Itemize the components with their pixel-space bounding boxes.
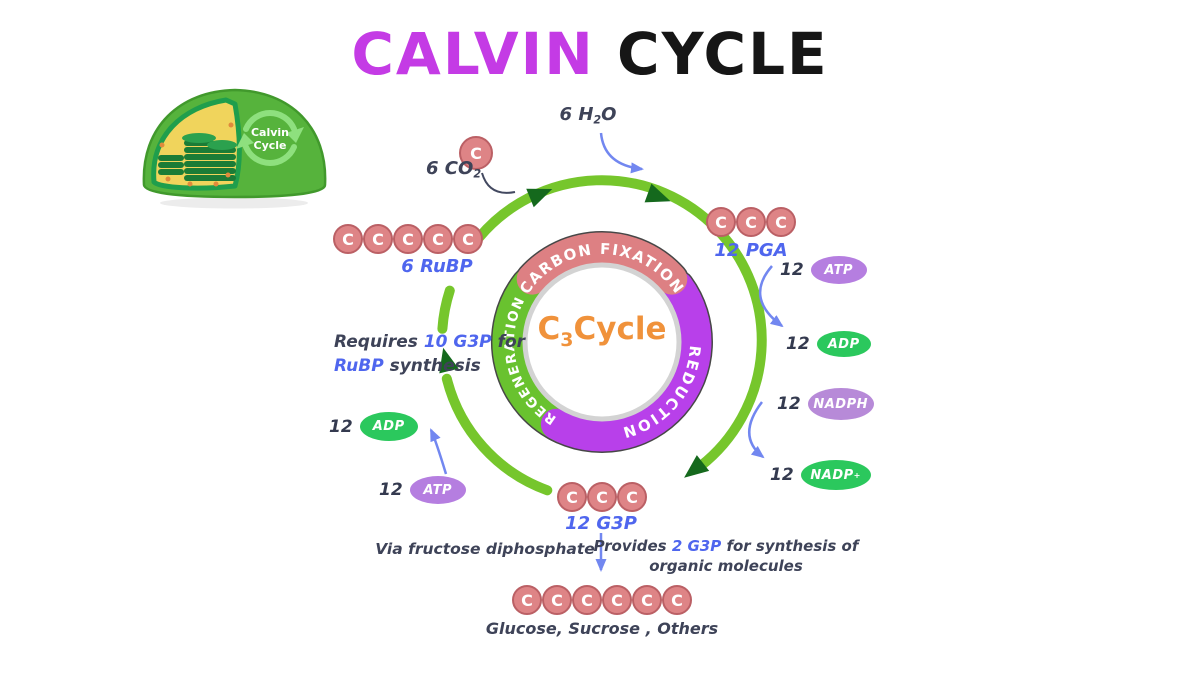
adp-left: 12 ADP [329,412,418,441]
carbon-circle: C [736,207,766,237]
segment-reduction [540,271,712,452]
nadp-count: 12 [770,465,794,485]
adp-pill: ADP [359,412,418,441]
emblem-arrowhead-icon [236,133,254,149]
page-title: CALVIN CYCLE [351,20,828,88]
carbon-circle: C [542,585,572,615]
requires-note: Requires 10 G3P for RuBP synthesis [334,332,526,376]
carbon-circle: C [363,224,393,254]
nadph: 12 NADPH [777,388,874,420]
adp-left-count: 12 [329,416,353,437]
co2-carbon-circle: C [459,136,493,170]
nadph-count: 12 [777,394,801,414]
carbon-circle: C [632,585,662,615]
carbon-circle: C [423,224,453,254]
arrowhead-icon [684,455,710,478]
atp-right: 12 ATP [780,256,867,284]
co2-label: 6 CO2 [426,158,482,181]
pga-carbon-row: C C C [706,207,796,237]
adp-pill: ADP [816,331,871,357]
carbon-circle: C [662,585,692,615]
nadp-plus: 12 NADP+ [770,460,871,490]
flow-arrows [429,132,784,572]
center-c: C [537,311,561,348]
nadp-pill: NADP+ [800,460,871,490]
atp-adp-arrow-left [429,428,448,475]
carbon-circle: C [587,482,617,512]
segment-carbon-fixation [516,232,688,295]
chloroplast-shadow [160,197,308,209]
arrowhead-icon [439,347,459,374]
atp-right-count: 12 [780,260,804,280]
arrowhead-icon [644,183,671,203]
cycle-direction-arrowheads [439,183,710,478]
center-subscript: 3 [560,328,574,351]
atp-pill: ATP [409,476,466,504]
carbon-circle: C [557,482,587,512]
g3p-carbon-row: C C C [557,482,647,512]
pga-label: 12 PGA [714,240,788,261]
carbon-circle: C [766,207,796,237]
calvin-cycle-emblem: Calvin Cycle [236,110,304,166]
carbon-circle: C [617,482,647,512]
h2o-arrow [599,132,644,174]
center-rest: Cycle [573,311,667,348]
carbon-circle: C [602,585,632,615]
glucose-carbon-row: C C C C C C [512,585,692,615]
atp-adp-arrow-right [758,265,784,328]
adp-right: 12 ADP [786,331,871,357]
center-label: C3Cycle [538,311,667,351]
rubp-carbon-row: C C C C C [333,224,483,254]
h2o-label: 6 H2O [559,104,617,127]
ring-inner-disc [522,262,682,422]
carbon-circle: C [512,585,542,615]
emblem-arrowhead-icon [286,127,304,143]
carbon-circle: C [572,585,602,615]
carbon-circle: C [706,207,736,237]
adp-right-count: 12 [786,334,810,354]
carbon-circle: C [459,136,493,170]
carbon-circle: C [333,224,363,254]
stroma-dots [159,122,234,187]
emblem-label-line2: Cycle [254,139,287,152]
g3p-label: 12 G3P [565,513,637,534]
rubp-label: 6 RuBP [401,256,473,277]
title-word-calvin: CALVIN [351,20,595,88]
emblem-label-line1: Calvin [251,126,289,139]
nadph-pill: NADPH [807,388,874,420]
chloroplast-illustration: Calvin Cycle [142,88,327,209]
glucose-label: Glucose, Sucrose , Others [485,619,719,638]
title-word-cycle: CYCLE [617,20,829,88]
atp-left-count: 12 [379,480,403,500]
carbon-circle: C [393,224,423,254]
grana-stacks [158,133,237,181]
atp-pill: ATP [810,256,867,284]
nadph-nadp-arrow [748,401,765,459]
provides-note: Provides 2 G3P for synthesis of organic … [593,537,859,575]
carbon-circle: C [453,224,483,254]
co2-connector-line [481,172,516,194]
via-note: Via fructose diphosphate [375,540,595,558]
arrowhead-icon [526,188,553,208]
atp-left: 12 ATP [379,476,466,504]
